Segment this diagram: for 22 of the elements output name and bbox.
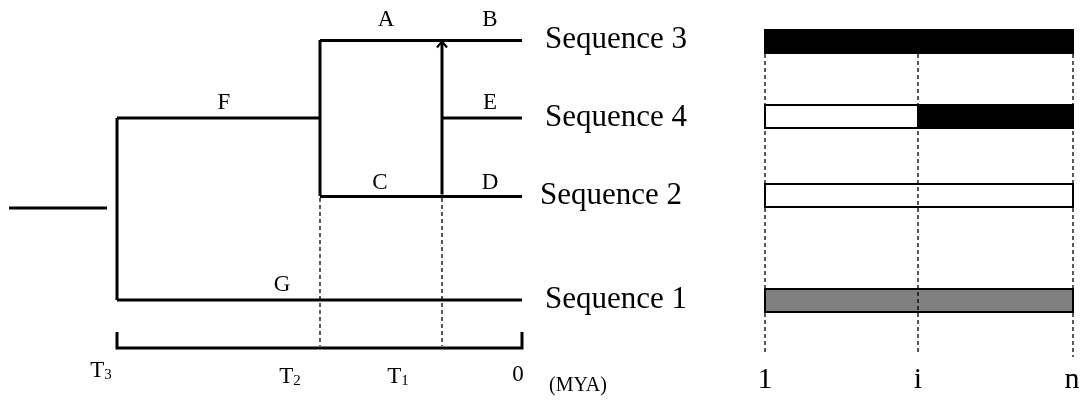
unit-label: (MYA) [549,374,607,394]
time-label: 0 [512,361,524,385]
branch-label: G [273,271,291,295]
time-label: T$_{1}$ [387,363,409,389]
sequence-label: Sequence 1 [545,282,689,313]
branch-label: B [482,6,498,30]
sequence-label: Sequence 2 [540,178,684,209]
branch-label: C [372,169,388,193]
branch-label: E [482,89,498,113]
sequence-label: Sequence 4 [545,100,689,131]
time-label: T$_{3}$ [90,357,112,383]
branch-line [320,38,522,42]
branch-label: F [217,89,231,113]
transfer-arrow [435,40,449,195]
site-label: 1 [757,363,773,393]
sequence-label: Sequence 3 [545,22,689,53]
branch-label: A [377,6,395,30]
branch-label: D [481,169,499,193]
branch-line [320,194,522,198]
site-label: n [1064,363,1080,393]
time-label: T$_{2}$ [279,363,301,389]
site-label: i [913,363,923,393]
